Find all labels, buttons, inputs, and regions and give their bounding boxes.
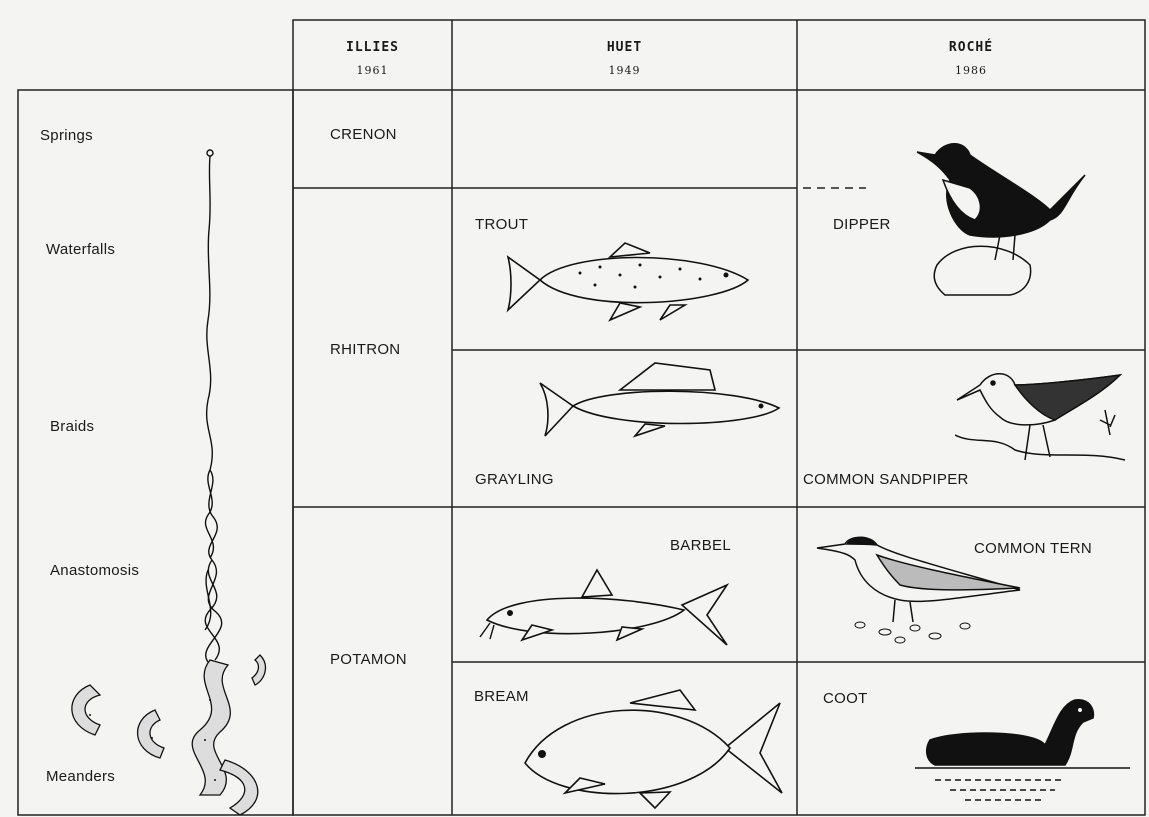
header-year-huet: 1949 [452,64,797,77]
header-author-huet: HUET [452,40,797,55]
coot-illustration [915,690,1130,810]
trout-illustration [500,235,760,330]
header-year-roche: 1986 [797,64,1145,77]
header-author-illies: ILLIES [293,40,452,55]
dipper-illustration [915,140,1090,300]
header-year-illies: 1961 [293,64,452,77]
common-tern-illustration [815,530,1025,650]
fish-label-trout: TROUT [475,216,528,233]
zone-rhitron: RHITRON [330,341,400,358]
grayling-illustration [535,358,785,443]
bird-label-coot: COOT [823,690,868,707]
zone-crenon: CRENON [330,126,397,143]
common-sandpiper-illustration [955,365,1135,475]
header-author-roche: ROCHÉ [797,40,1145,55]
barbel-illustration [472,565,732,650]
river-channel-drawing [60,140,290,815]
bream-illustration [520,688,785,810]
zone-potamon: POTAMON [330,651,407,668]
fish-label-barbel: BARBEL [670,537,731,554]
bird-label-common-sandpiper: COMMON SANDPIPER [803,471,969,488]
fish-label-grayling: GRAYLING [475,471,554,488]
bird-label-dipper: DIPPER [833,216,891,233]
